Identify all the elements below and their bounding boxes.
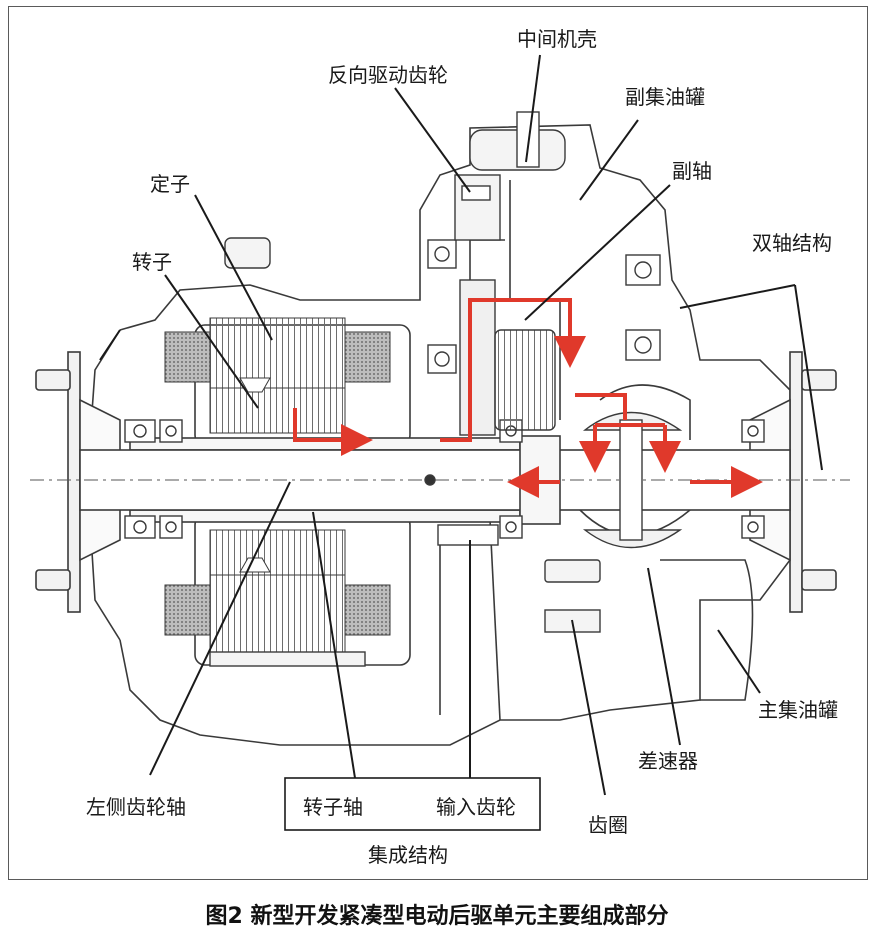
- stator-upper: [164, 317, 391, 389]
- integrated-structure-box: [284, 777, 541, 831]
- label-left-gear-shaft: 左侧齿轮轴: [86, 795, 186, 819]
- label-countershaft: 副轴: [672, 159, 712, 183]
- label-rotor-shaft: 转子轴: [303, 795, 363, 819]
- label-differential: 差速器: [638, 749, 698, 773]
- oil-flow-arrows: [293, 298, 763, 498]
- figure-caption: 图2 新型开发紧凑型电动后驱单元主要组成部分: [206, 903, 669, 929]
- label-stator: 定子: [150, 172, 190, 196]
- label-ring-gear: 齿圈: [588, 813, 628, 837]
- bearings: [124, 239, 765, 539]
- label-middle-housing: 中间机壳: [517, 27, 597, 51]
- stator-lower: [164, 529, 391, 656]
- label-sub-oil-tank: 副集油罐: [625, 85, 705, 109]
- label-input-gear: 输入齿轮: [436, 795, 516, 819]
- rotor-upper: [209, 377, 346, 434]
- leader-lines: [99, 54, 823, 796]
- label-main-oil-tank: 主集油罐: [758, 698, 838, 722]
- label-rotor: 转子: [132, 250, 172, 274]
- housing-outline: [89, 124, 791, 746]
- label-dual-shaft-structure: 双轴结构: [752, 231, 832, 255]
- label-integrated-structure: 集成结构: [368, 843, 448, 867]
- gears: [209, 111, 601, 667]
- label-reverse-drive-gear: 反向驱动齿轮: [328, 63, 448, 87]
